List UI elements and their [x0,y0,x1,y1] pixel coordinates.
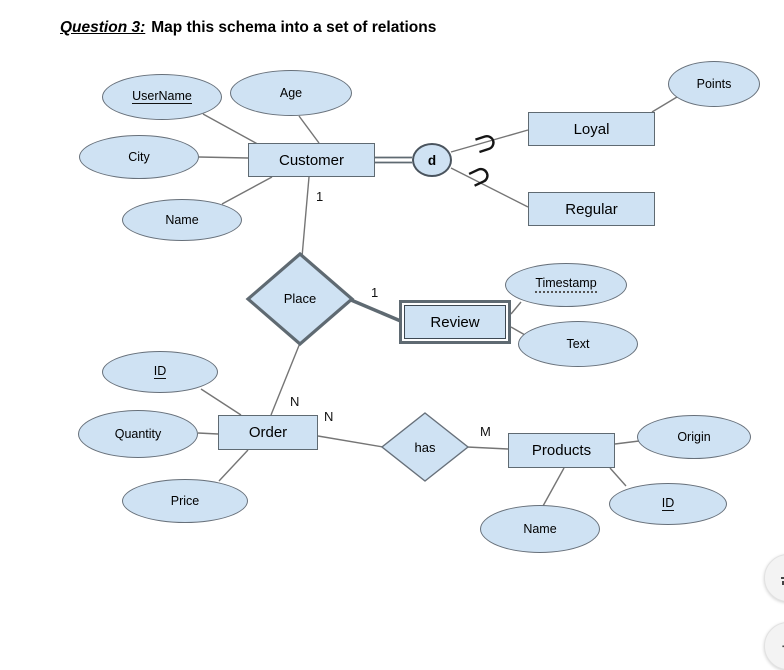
attribute-origin: Origin [637,415,751,459]
entity-review-label: Review [430,313,480,331]
attribute-text-label: Text [566,337,590,351]
specialization-d-circle: d [412,143,452,177]
question-text: Map this schema into a set of relations [151,19,437,36]
edge-review-timestamp [510,301,522,315]
page-title: Question 3: Map this schema into a set of… [60,19,436,37]
edge-username-customer [202,113,264,148]
plus-icon: + [781,634,784,658]
attribute-username-label: UserName [132,88,192,105]
subset-symbol-regular-icon [468,167,489,187]
attribute-text: Text [518,321,638,367]
cardinality-place-order: N [290,394,300,409]
edge-d-loyal [450,129,529,153]
entity-products-label: Products [531,442,592,459]
attribute-order-id-label: ID [153,363,167,380]
relationship-has-diamond [380,412,470,482]
weak-entity-review: Review [399,300,511,344]
attribute-quantity-label: Quantity [114,427,162,441]
attribute-products-id-label: ID [661,495,675,512]
edge-loyal-points [651,96,678,113]
attribute-price-label: Price [170,494,200,508]
edge-order-has [317,435,384,448]
edge-d-regular [450,167,529,208]
entity-order-label: Order [248,424,288,441]
relationship-place-diamond [245,251,355,347]
subset-symbol-loyal-icon [475,135,495,154]
edge-products-id [609,467,627,487]
cardinality-has-products: M [480,424,491,439]
entity-loyal: Loyal [528,112,655,146]
cardinality-place-review: 1 [371,285,379,300]
entity-products: Products [508,433,615,468]
attribute-quantity: Quantity [78,410,198,458]
cardinality-customer-place: 1 [316,189,324,204]
attribute-city-label: City [128,150,150,164]
edge-age-customer [298,115,320,144]
attribute-timestamp: Timestamp [505,263,627,307]
thick-edge-group [350,156,412,324]
entity-loyal-label: Loyal [573,120,610,138]
edge-has-products [466,446,509,450]
fit-to-page-icon [781,571,784,585]
edge-city-customer [198,156,249,159]
attribute-age: Age [230,70,352,116]
relationship-has-label: has [414,440,436,455]
edge-products-name [542,467,565,507]
specialization-d-label: d [427,152,437,168]
entity-regular: Regular [528,192,655,226]
cardinality-order-has: N [324,409,334,424]
edge-price-order [218,449,249,482]
attribute-age-label: Age [279,86,303,100]
attribute-points-label: Points [696,77,732,91]
relationship-place-label: Place [283,291,317,306]
attribute-products-name-label: Name [523,522,557,536]
edge-group [197,96,678,507]
attribute-timestamp-label: Timestamp [535,276,597,294]
question-number: Question 3: [60,19,146,36]
edge-place-review [350,298,404,324]
entity-regular-label: Regular [565,200,618,218]
attribute-products-id: ID [609,483,727,525]
entity-order: Order [218,415,318,450]
attribute-origin-label: Origin [677,430,711,444]
attribute-city: City [79,135,199,179]
edge-name-customer [221,176,273,205]
edge-id-order [200,388,242,416]
attribute-customer-name-label: Name [165,213,199,227]
edge-place-order [270,342,301,416]
edge-quantity-order [197,432,219,435]
entity-customer-label: Customer [278,151,345,169]
attribute-order-id: ID [102,351,218,393]
weak-entity-review-inner: Review [404,305,506,339]
edge-products-origin [614,440,640,445]
attribute-points: Points [668,61,760,107]
attribute-price: Price [122,479,248,523]
attribute-customer-name: Name [122,199,242,241]
attribute-username: UserName [102,74,222,120]
edge-customer-place [301,176,310,258]
attribute-products-name: Name [480,505,600,553]
entity-customer: Customer [248,143,375,177]
